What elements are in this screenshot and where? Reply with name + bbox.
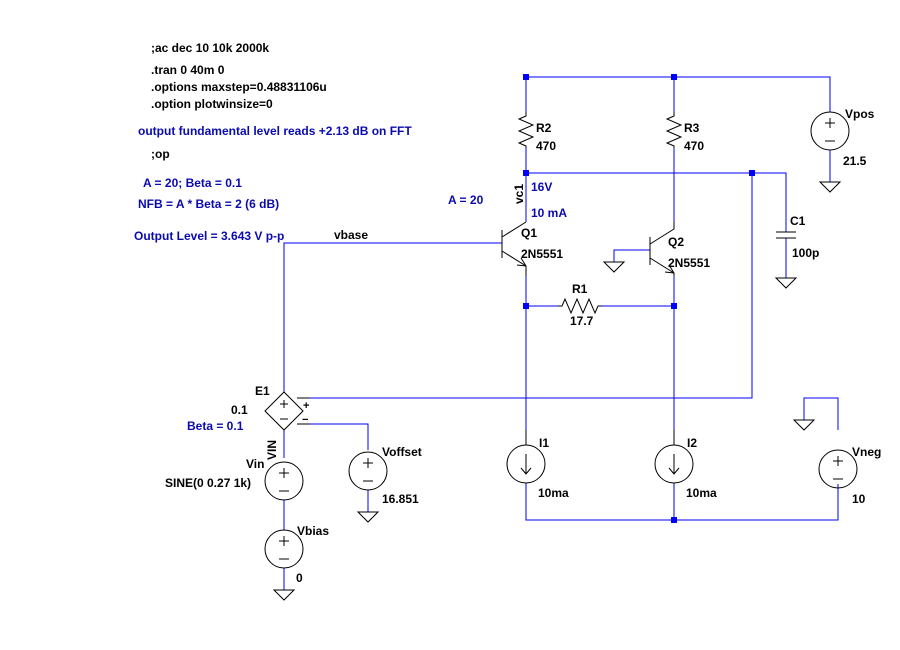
voltage-source-vin[interactable] bbox=[264, 461, 304, 501]
resistor-r2[interactable] bbox=[517, 112, 535, 148]
ground-c1 bbox=[774, 277, 798, 289]
label-i2-value: 10ma bbox=[686, 486, 717, 500]
note-nfb[interactable]: NFB = A * Beta = 2 (6 dB) bbox=[138, 197, 279, 211]
transistor-q2[interactable] bbox=[649, 222, 675, 276]
label-e1-value: 0.1 bbox=[231, 403, 248, 417]
label-r1-value: 17.7 bbox=[570, 314, 594, 328]
label-i1-value: 10ma bbox=[538, 486, 569, 500]
label-vneg-value: 10 bbox=[852, 492, 866, 506]
label-vpos-value: 21.5 bbox=[843, 154, 867, 168]
ground-vneg bbox=[792, 419, 816, 431]
directive-maxstep[interactable]: .options maxstep=0.48831106u bbox=[151, 80, 327, 94]
wire-q2-base bbox=[613, 249, 650, 262]
e1-plus-pin-mark: + bbox=[303, 400, 309, 412]
junction-dot bbox=[671, 517, 677, 523]
label-vbias-name: Vbias bbox=[297, 524, 329, 538]
wire-feedback bbox=[310, 173, 753, 399]
label-r3-value: 470 bbox=[684, 139, 704, 153]
junction-dot bbox=[671, 74, 677, 80]
label-voffset-value: 16.851 bbox=[382, 492, 419, 506]
label-r3-name: R3 bbox=[684, 121, 700, 135]
voltage-source-voffset[interactable] bbox=[348, 451, 388, 491]
resistor-r3[interactable] bbox=[665, 112, 683, 148]
wire-top-rail bbox=[526, 76, 831, 112]
junction-dot bbox=[523, 303, 529, 309]
note-output-level[interactable]: Output Level = 3.643 V p-p bbox=[134, 229, 284, 243]
label-c1-value: 100p bbox=[792, 246, 819, 260]
wires bbox=[283, 76, 839, 590]
directive-op[interactable]: ;op bbox=[151, 147, 170, 161]
label-c1-name: C1 bbox=[790, 214, 806, 228]
wire-vbase bbox=[283, 242, 502, 392]
directive-ac[interactable]: ;ac dec 10 10k 2000k bbox=[151, 41, 269, 55]
net-label-vc1[interactable]: vc1 bbox=[512, 184, 526, 204]
note-a-20[interactable]: A = 20 bbox=[448, 193, 484, 207]
resistor-r1[interactable] bbox=[558, 297, 602, 315]
wire-vc1-c1 bbox=[526, 172, 787, 232]
ground-vbias bbox=[272, 589, 296, 601]
wire-vneg-gnd bbox=[803, 397, 839, 430]
capacitor-c1[interactable] bbox=[776, 231, 796, 239]
label-e1-name: E1 bbox=[255, 384, 270, 398]
transistor-q1[interactable] bbox=[501, 221, 527, 276]
label-vin-name: Vin bbox=[246, 457, 264, 471]
net-label-vin[interactable]: VIN bbox=[265, 440, 279, 460]
label-q2-name: Q2 bbox=[668, 235, 684, 249]
label-r1-name: R1 bbox=[572, 282, 588, 296]
junction-dots bbox=[523, 74, 755, 523]
voltage-source-vneg[interactable] bbox=[818, 449, 858, 489]
directive-tran[interactable]: .tran 0 40m 0 bbox=[151, 63, 225, 77]
current-source-i1[interactable] bbox=[506, 430, 546, 484]
label-i2-name: I2 bbox=[687, 436, 697, 450]
label-q1-name: Q1 bbox=[521, 226, 537, 240]
voltage-source-vbias[interactable] bbox=[264, 529, 304, 569]
ground-vpos bbox=[818, 181, 842, 193]
note-vc1-voltage[interactable]: 16V bbox=[531, 180, 552, 194]
vcvs-e1[interactable] bbox=[264, 391, 310, 431]
junction-dot bbox=[749, 170, 755, 176]
label-r2-name: R2 bbox=[536, 121, 552, 135]
note-vc1-current[interactable]: 10 mA bbox=[531, 206, 567, 220]
label-voffset-name: Voffset bbox=[382, 445, 422, 459]
note-fft[interactable]: output fundamental level reads +2.13 dB … bbox=[138, 124, 412, 138]
note-a-beta[interactable]: A = 20; Beta = 0.1 bbox=[143, 176, 242, 190]
wire-bottom-rail bbox=[525, 484, 839, 521]
label-vpos-name: Vpos bbox=[845, 107, 875, 121]
label-vbias-value: 0 bbox=[296, 571, 303, 585]
label-r2-value: 470 bbox=[536, 139, 556, 153]
current-source-i2[interactable] bbox=[654, 430, 694, 484]
directive-plotwinsize[interactable]: .option plotwinsize=0 bbox=[151, 97, 273, 111]
label-i1-name: I1 bbox=[539, 436, 549, 450]
e1-minus-pin-mark: − bbox=[302, 414, 308, 426]
label-q1-value: 2N5551 bbox=[521, 247, 563, 261]
note-beta[interactable]: Beta = 0.1 bbox=[187, 419, 244, 433]
wire-e1-voffset bbox=[310, 423, 369, 450]
voltage-source-vpos[interactable] bbox=[810, 111, 850, 151]
junction-dot bbox=[671, 303, 677, 309]
ground-voffset bbox=[356, 511, 380, 523]
label-vneg-name: Vneg bbox=[852, 445, 881, 459]
junction-dot bbox=[523, 74, 529, 80]
net-label-vbase[interactable]: vbase bbox=[334, 228, 368, 242]
ground-q2-base bbox=[602, 261, 626, 273]
label-q2-value: 2N5551 bbox=[668, 256, 710, 270]
ground-symbols bbox=[272, 181, 842, 601]
junction-dot bbox=[523, 170, 529, 176]
label-vin-value: SINE(0 0.27 1k) bbox=[165, 476, 251, 490]
